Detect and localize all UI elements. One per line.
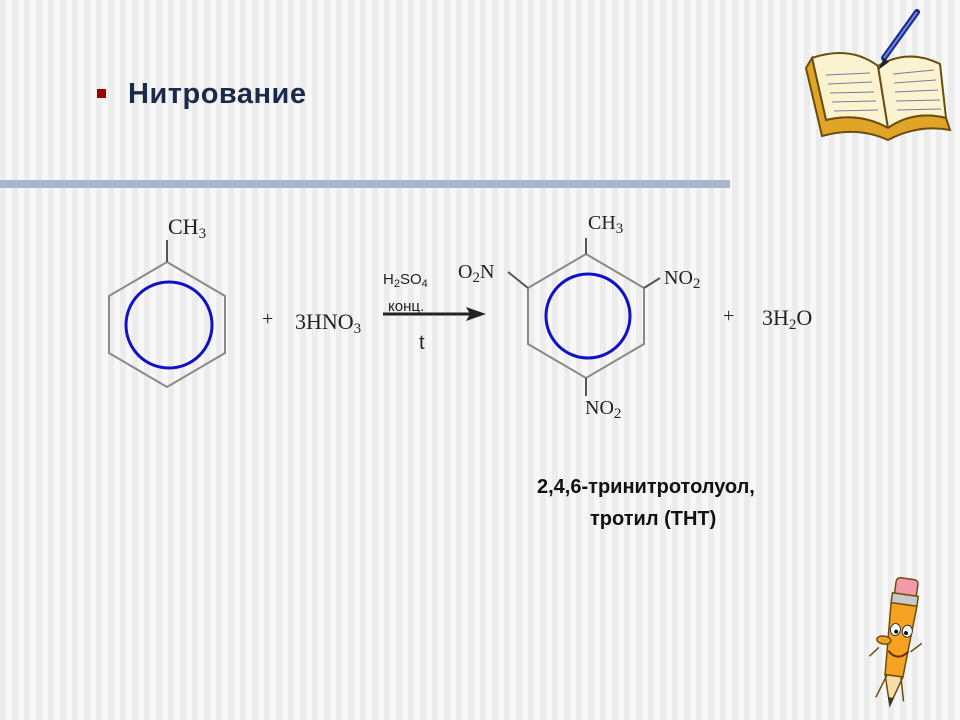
- nitro-bond-right: [643, 277, 661, 289]
- open-book-icon: [804, 52, 952, 142]
- toluene-methyl-label: CH3: [168, 214, 207, 242]
- pencil-character-icon: [868, 576, 923, 709]
- plus-sign-products: +: [723, 305, 735, 327]
- nitro-bond-left: [507, 271, 529, 289]
- catalyst-label: H2SO4: [383, 271, 428, 290]
- nitro-label-left: O2N: [458, 261, 495, 286]
- product-name-line2: тротил (ТНТ): [590, 508, 717, 530]
- benzene-ring-hexagon: [108, 260, 226, 389]
- slide-title: Нитрование: [128, 78, 307, 110]
- product-aromatic-circle: [544, 272, 632, 360]
- product-name-line1: 2,4,6-тринитротолуол,: [537, 476, 755, 498]
- concentrated-note: конц.: [388, 298, 425, 315]
- title-divider: [0, 180, 730, 188]
- product-methyl-label: CH3: [588, 212, 624, 237]
- quill-pen-icon: [878, 9, 920, 70]
- nitro-label-right: NO2: [664, 267, 701, 292]
- aromatic-ring-circle: [124, 280, 214, 370]
- plus-sign-reactants: +: [262, 308, 274, 330]
- nitric-acid-label: 3HNO3: [295, 309, 362, 337]
- toluene-structure: [108, 240, 226, 389]
- tnt-structure: [507, 238, 661, 396]
- temperature-label: t: [419, 332, 425, 354]
- title-bullet: [97, 89, 106, 98]
- water-label: 3H2O: [762, 305, 813, 333]
- nitro-label-bottom: NO2: [585, 397, 622, 422]
- reaction-arrow: [383, 307, 486, 321]
